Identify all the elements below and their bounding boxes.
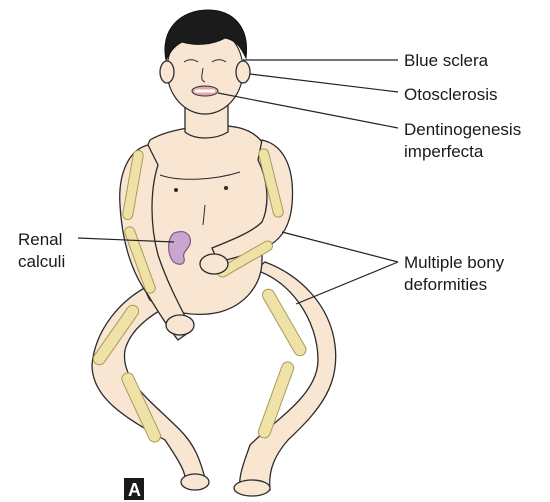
left-hand — [166, 315, 194, 335]
right-ear — [236, 61, 250, 83]
leader-otosclerosis — [250, 74, 398, 92]
right-foot — [234, 480, 270, 496]
label-otosclerosis: Otosclerosis — [404, 85, 498, 104]
leader-dentinogenesis — [218, 93, 398, 128]
child-figure — [91, 10, 336, 496]
left-nipple — [174, 188, 178, 192]
left-foot — [181, 474, 209, 490]
leader-bony-lower — [296, 262, 398, 304]
label-renal-2: calculi — [18, 252, 65, 271]
label-bony-2: deformities — [404, 275, 487, 294]
panel-label: A — [128, 480, 141, 500]
label-bony-1: Multiple bony — [404, 253, 505, 272]
label-renal-1: Renal — [18, 230, 62, 249]
leader-bony-upper — [282, 232, 398, 262]
right-hand — [200, 254, 228, 274]
left-ear — [160, 61, 174, 83]
right-nipple — [224, 186, 228, 190]
label-dentinogenesis-1: Dentinogenesis — [404, 120, 521, 139]
label-dentinogenesis-2: imperfecta — [404, 142, 484, 161]
label-blue-sclera: Blue sclera — [404, 51, 489, 70]
